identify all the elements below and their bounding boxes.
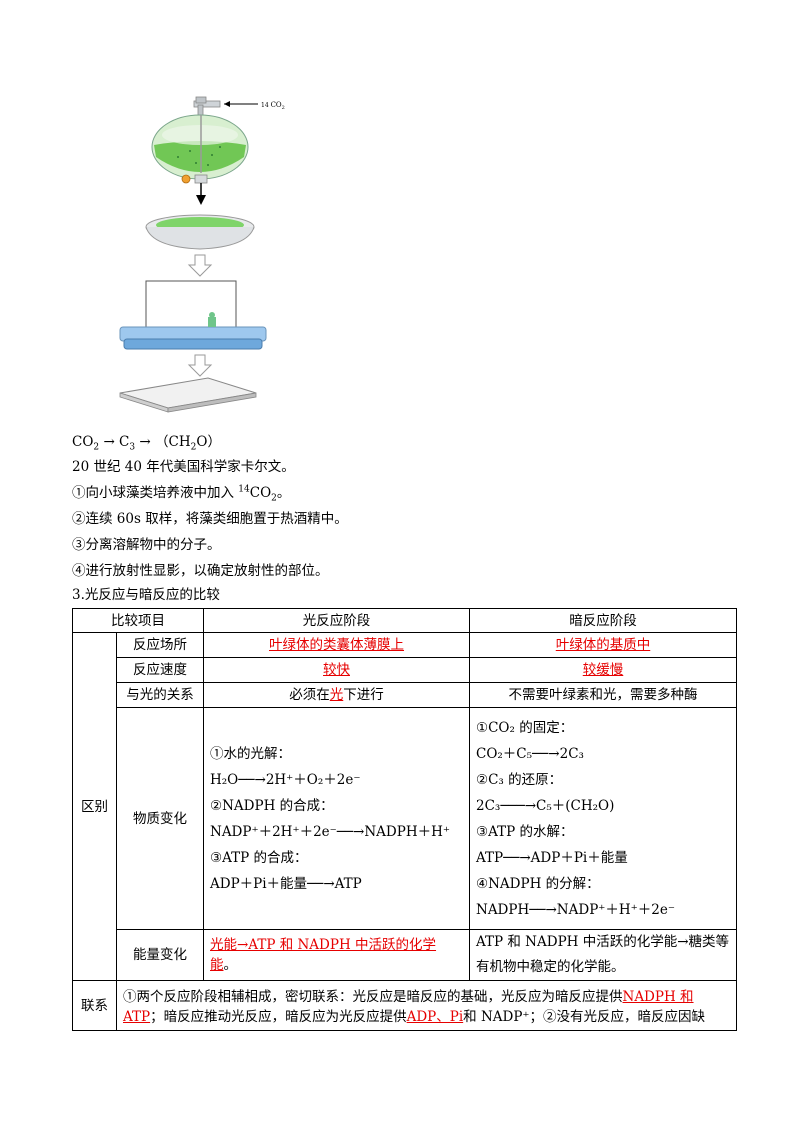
step-3: ③分离溶解物中的分子。 [72,537,221,553]
table-row: 反应速度 较快 较缓慢 [73,657,737,683]
row-label-light-relation: 与光的关系 [116,682,204,708]
dark-relation: 不需要叶绿素和光，需要多种酶 [469,682,737,708]
table-header-row: 比较项目 光反应阶段 暗反应阶段 [72,608,737,633]
separation-tank [119,280,267,350]
autoradiography-film [119,377,257,413]
row-label-energy: 能量变化 [116,929,204,981]
light-speed: 较快 [203,657,470,683]
table-row: 联系 ①两个反应阶段相辅相成，密切联系：光反应是暗反应的基础，光反应为暗反应提供… [72,980,737,1031]
contact-text: ①两个反应阶段相辅相成，密切联系：光反应是暗反应的基础，光反应为暗反应提供NAD… [116,980,737,1031]
dark-speed: 较缓慢 [469,657,737,683]
co2-pathway: CO2 → C3 → （CH2O） [72,434,221,453]
calvin-experiment-figure: 14 CO2 [100,95,285,420]
table-row: 与光的关系 必须在光下进行 不需要叶绿素和光，需要多种酶 [73,682,737,708]
table-row: 能量变化 光能→ATP 和 NADPH 中活跃的化学能。 ATP 和 NADPH… [73,929,737,981]
row-label-speed: 反应速度 [116,657,204,683]
table-row: 区别 反应场所 叶绿体的类囊体薄膜上 叶绿体的基质中 [72,632,737,981]
group-label: 区别 [72,632,117,981]
step-2: ②连续 60s 取样，将藻类细胞置于热酒精中。 [72,511,348,527]
row-label-contact: 联系 [72,980,117,1031]
row-label-material: 物质变化 [116,707,204,930]
row-label-site: 反应场所 [116,632,204,658]
step-4: ④进行放射性显影，以确定放射性的部位。 [72,563,329,579]
header-dark: 暗反应阶段 [469,608,737,633]
comparison-table: 比较项目 光反应阶段 暗反应阶段 区别 反应场所 叶绿体的类囊体薄膜上 叶绿体的… [72,608,737,1031]
section-heading: 3.光反应与暗反应的比较 [72,587,220,603]
step-1: ①向小球藻类培养液中加入 14CO2。 [72,484,291,504]
header-item: 比较项目 [72,608,204,633]
dark-energy: ATP 和 NADPH 中活跃的化学能→糖类等有机物中稳定的化学能。 [469,929,737,981]
algae-flask [151,114,249,205]
gas-inlet-valve [193,96,258,118]
light-energy: 光能→ATP 和 NADPH 中活跃的化学能。 [203,929,470,981]
dark-site: 叶绿体的基质中 [469,632,737,658]
hot-alcohol-dish [145,214,255,250]
dark-material: ①CO₂ 的固定： CO₂＋C₅──→2C₃ ②C₃ 的还原： 2C₃───→C… [469,707,737,930]
header-light: 光反应阶段 [203,608,470,633]
co2-label: 14 CO2 [261,101,285,111]
intro-line: 20 世纪 40 年代美国科学家卡尔文。 [72,459,295,475]
light-site: 叶绿体的类囊体薄膜上 [203,632,470,658]
light-material: ①水的光解： H₂O──→2H⁺＋O₂＋2e⁻ ②NADPH 的合成： NADP… [203,707,470,930]
table-row: 物质变化 ①水的光解： H₂O──→2H⁺＋O₂＋2e⁻ ②NADPH 的合成：… [73,707,737,930]
light-relation: 必须在光下进行 [203,682,470,708]
